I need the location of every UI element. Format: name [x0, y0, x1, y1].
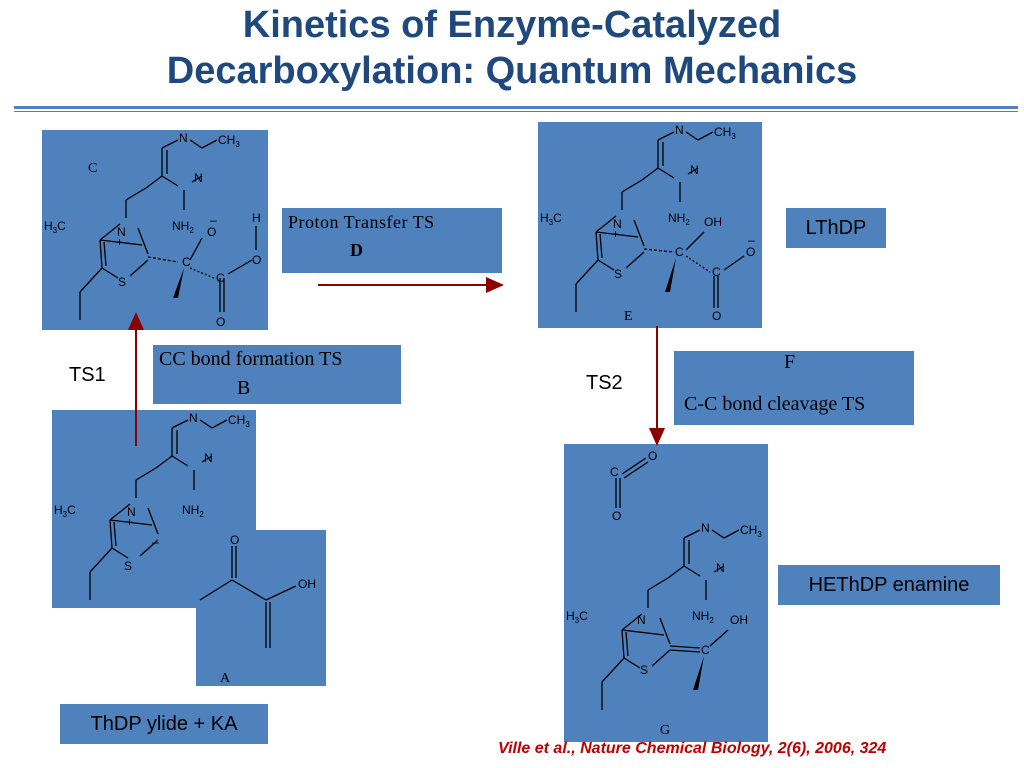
atom-o: O: [612, 509, 621, 523]
atom-n: N: [194, 171, 203, 185]
atom-n: N: [701, 521, 710, 535]
charge-minus: –: [748, 233, 755, 247]
atom-n: N: [716, 561, 725, 575]
citation: Ville et al., Nature Chemical Biology, 2…: [498, 740, 887, 757]
atom-n: N: [613, 217, 622, 231]
molecule-c: N CH3 N NH2 N + H3C S C O – C O O H C: [44, 131, 261, 329]
atom-o: O: [252, 253, 261, 267]
atom-c: C: [216, 271, 225, 285]
title-rule-thin: [14, 111, 1018, 112]
atom-c: C: [675, 245, 684, 259]
ts1-label: TS1: [69, 364, 106, 386]
title-rule: [14, 106, 1018, 109]
label-ch3: CH3: [740, 523, 762, 539]
molecule-g: C O O N CH3 N NH2 N H3C S C OH G: [566, 449, 762, 738]
atom-o: O: [216, 315, 225, 329]
title-line-1: Kinetics of Enzyme-Catalyzed: [242, 4, 782, 46]
label-h3c: H3C: [540, 211, 562, 227]
letter-e: E: [624, 309, 633, 324]
cc-bond-cleavage-ts-box: F C-C bond cleavage TS: [674, 351, 914, 425]
atom-n: N: [690, 163, 699, 177]
slide-title: Kinetics of Enzyme-Catalyzed Decarboxyla…: [0, 2, 1024, 94]
label-nh2: NH2: [668, 211, 690, 227]
charge-plus: +: [116, 235, 123, 249]
thdp-ylide-ka-label: ThDP ylide + KA: [60, 704, 268, 744]
cc-bond-cleavage-ts-letter: F: [784, 351, 796, 373]
atom-s: S: [124, 559, 132, 573]
hethdp-enamine-label: HEThDP enamine: [778, 565, 1000, 605]
label-h3c: H3C: [566, 609, 588, 625]
title-line-2: Decarboxylation: Quantum Mechanics: [166, 50, 858, 92]
label-h3c: H3C: [44, 219, 66, 235]
label-oh: OH: [704, 215, 722, 229]
proton-transfer-ts-box: Proton Transfer TS D: [282, 208, 502, 273]
letter-g: G: [660, 723, 670, 738]
label-ch3: CH3: [218, 133, 240, 149]
charge-plus: +: [126, 515, 133, 529]
charge-minus: –: [210, 213, 217, 227]
charge-plus: +: [612, 227, 619, 241]
atom-c: C: [701, 643, 710, 657]
atom-c: C: [712, 265, 721, 279]
label-ch3: CH3: [714, 125, 736, 141]
cc-bond-cleavage-ts-label: C-C bond cleavage TS: [684, 393, 866, 415]
panel-intermediate-e: N CH3 N NH2 N + H3C S C OH C O O – E: [538, 122, 762, 328]
atom-c: C: [182, 255, 191, 269]
atom-c: C: [610, 465, 619, 479]
label-h3c: H3C: [54, 503, 76, 519]
lthdp-label: LThDP: [786, 208, 886, 248]
cc-bond-formation-ts-label: CC bond formation TS: [159, 348, 343, 370]
label-nh2: NH2: [182, 503, 204, 519]
atom-n: N: [117, 225, 126, 239]
atom-n: N: [637, 613, 646, 627]
atom-o: O: [712, 309, 721, 323]
atom-o: O: [207, 225, 216, 239]
proton-transfer-ts-label: Proton Transfer TS: [288, 212, 435, 232]
atom-s: S: [640, 663, 648, 677]
molecule-ylide: N CH3 N NH2 N + H3C S –: [54, 411, 250, 601]
cc-bond-formation-ts-letter: B: [237, 377, 251, 399]
atom-s: S: [614, 267, 622, 281]
atom-o: O: [648, 449, 657, 463]
molecule-e: N CH3 N NH2 N + H3C S C OH C O O – E: [540, 123, 755, 324]
panel-intermediate-c: N CH3 N NH2 N + H3C S C O – C O O H C: [42, 130, 268, 330]
label-oh: OH: [298, 577, 316, 591]
label-nh2: NH2: [172, 219, 194, 235]
atom-n: N: [675, 123, 684, 137]
atom-o: O: [230, 533, 239, 547]
ts2-label: TS2: [586, 372, 623, 394]
atom-s: S: [118, 275, 126, 289]
cc-bond-formation-ts-box: CC bond formation TS B: [153, 345, 401, 404]
atom-n: N: [204, 451, 213, 465]
atom-o: O: [746, 245, 755, 259]
label-nh2: NH2: [692, 609, 714, 625]
proton-transfer-ts-letter: D: [350, 240, 363, 260]
atom-n: N: [189, 411, 198, 425]
panel-ketoacid-a: O OH A: [196, 530, 326, 686]
atom-n: N: [127, 505, 136, 519]
panel-enamine-g: C O O N CH3 N NH2 N H3C S C OH G: [564, 444, 768, 742]
label-oh: OH: [730, 613, 748, 627]
atom-n: N: [179, 131, 188, 145]
letter-a: A: [220, 671, 231, 686]
letter-c: C: [88, 161, 97, 176]
molecule-a: O OH A: [199, 533, 316, 686]
label-ch3: CH3: [228, 413, 250, 429]
atom-h: H: [252, 211, 261, 225]
charge-minus: –: [152, 535, 159, 549]
